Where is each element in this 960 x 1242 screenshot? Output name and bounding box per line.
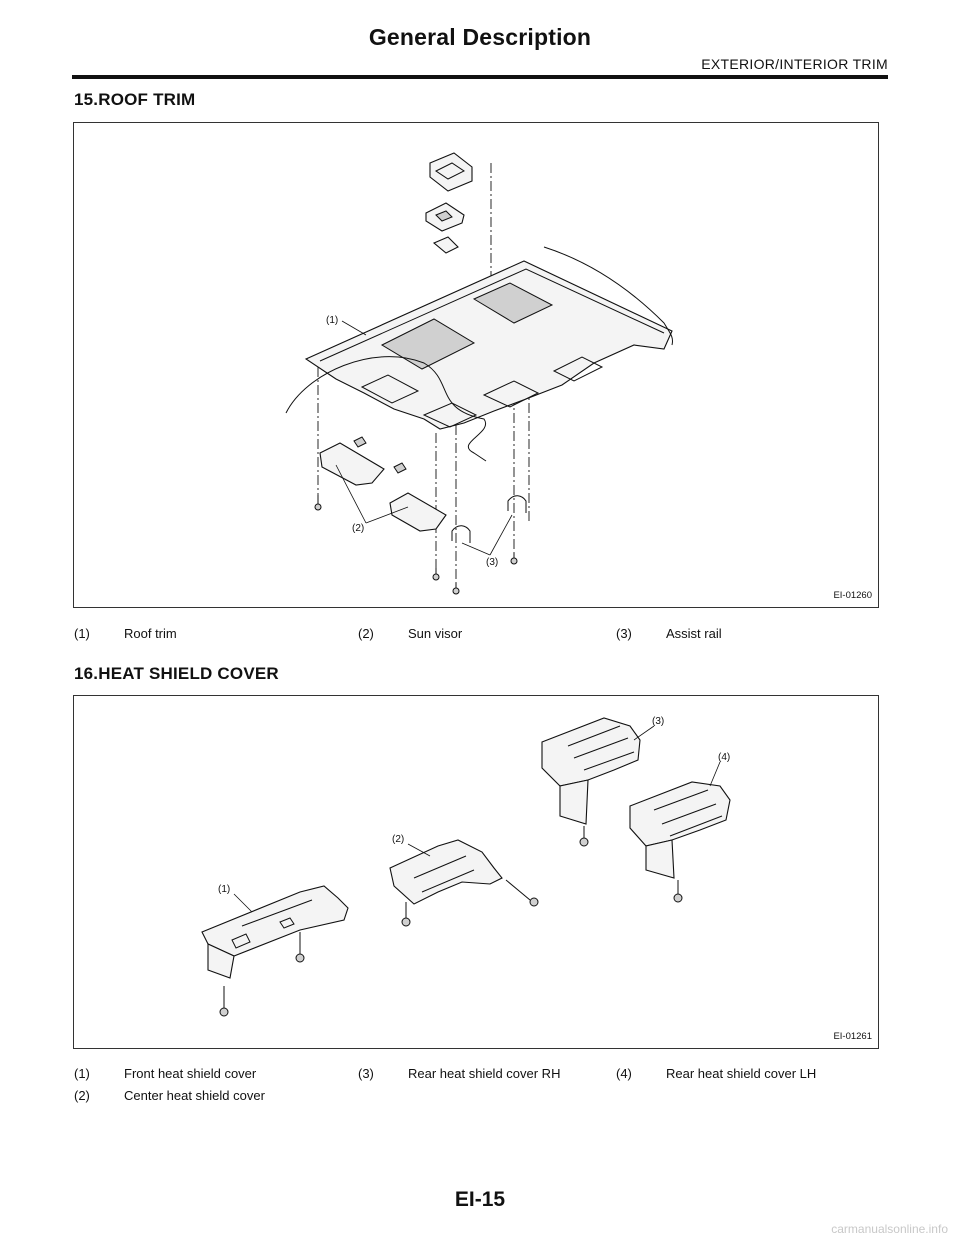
heading-roof-trim: 15.ROOF TRIM bbox=[74, 90, 196, 109]
roof-trim-panel bbox=[285, 246, 673, 462]
callout-1: (1) bbox=[326, 315, 338, 326]
sun-visors bbox=[319, 436, 447, 532]
section-name: EXTERIOR/INTERIOR TRIM bbox=[701, 56, 888, 72]
header-rule bbox=[72, 75, 888, 79]
legend-row: (2)Center heat shield cover bbox=[74, 1088, 265, 1103]
center-heat-shield bbox=[389, 839, 539, 927]
figure-roof-trim: (1) (2) (3) EI-01260 bbox=[73, 122, 879, 608]
rear-heat-shield-rh bbox=[541, 717, 641, 847]
callout-4: (4) bbox=[718, 752, 730, 763]
legend-roof-trim: (1)Roof trim (2)Sun visor (3)Assist rail bbox=[74, 626, 874, 648]
heading-heat-shield-cover: 16.HEAT SHIELD COVER bbox=[74, 664, 279, 683]
callout-3: (3) bbox=[486, 557, 498, 568]
room-lamp bbox=[425, 152, 473, 254]
watermark: carmanualsonline.info bbox=[831, 1222, 948, 1236]
callout-3: (3) bbox=[652, 716, 664, 727]
assist-rails bbox=[451, 495, 527, 543]
heat-shield-illustration: (1) (2) (3) (4) bbox=[201, 716, 731, 1017]
callout-2: (2) bbox=[392, 834, 404, 845]
figure-id: EI-01260 bbox=[833, 590, 872, 601]
page-title: General Description bbox=[368, 24, 592, 50]
callout-2: (2) bbox=[352, 523, 364, 534]
legend-row: (1)Roof trim (2)Sun visor (3)Assist rail bbox=[74, 626, 722, 641]
figure-heat-shield-cover: (1) (2) (3) (4) EI-01261 bbox=[73, 695, 879, 1049]
figure-id: EI-01261 bbox=[833, 1031, 872, 1042]
legend-heat-shield-cover: (1)Front heat shield cover (3)Rear heat … bbox=[74, 1066, 874, 1110]
guide-lines bbox=[317, 163, 530, 583]
front-heat-shield bbox=[201, 885, 349, 1017]
legend-row: (1)Front heat shield cover (3)Rear heat … bbox=[74, 1066, 817, 1081]
callout-1: (1) bbox=[218, 884, 230, 895]
rear-heat-shield-lh bbox=[629, 781, 731, 903]
roof-trim-illustration: (1) (2) (3) bbox=[285, 152, 673, 595]
page-number: EI-15 bbox=[454, 1188, 506, 1211]
screws bbox=[314, 495, 518, 595]
